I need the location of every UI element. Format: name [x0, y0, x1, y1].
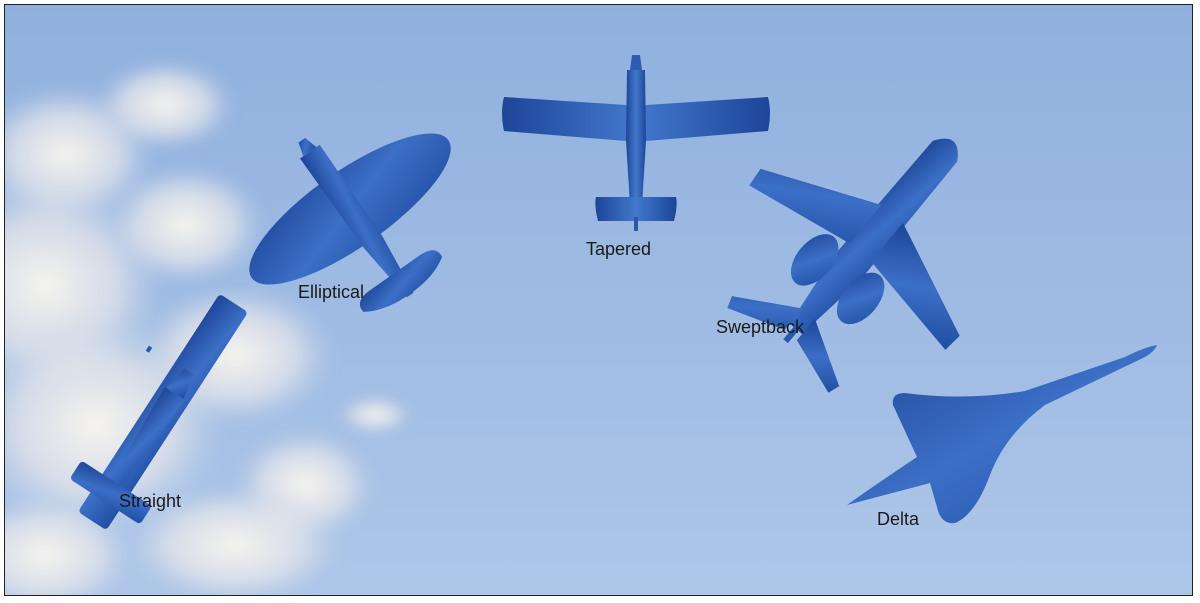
- tapered-label: Tapered: [586, 239, 652, 259]
- tapered-wing-airplane: [502, 55, 770, 231]
- wing-shapes-figure: Straight Elliptical Tapered Sweptback De…: [4, 4, 1193, 596]
- sweptback-wing-airplane: [727, 138, 960, 393]
- straight-label: Straight: [119, 491, 182, 511]
- clouds: [5, 60, 410, 595]
- elliptical-label: Elliptical: [298, 282, 365, 302]
- wing-shapes-illustration: [5, 5, 1192, 595]
- elliptical-wing-airplane: [249, 133, 451, 312]
- straight-wing-airplane: [71, 295, 247, 529]
- sweptback-label: Sweptback: [716, 317, 805, 337]
- delta-label: Delta: [877, 509, 920, 529]
- delta-wing-airplane: [847, 345, 1157, 524]
